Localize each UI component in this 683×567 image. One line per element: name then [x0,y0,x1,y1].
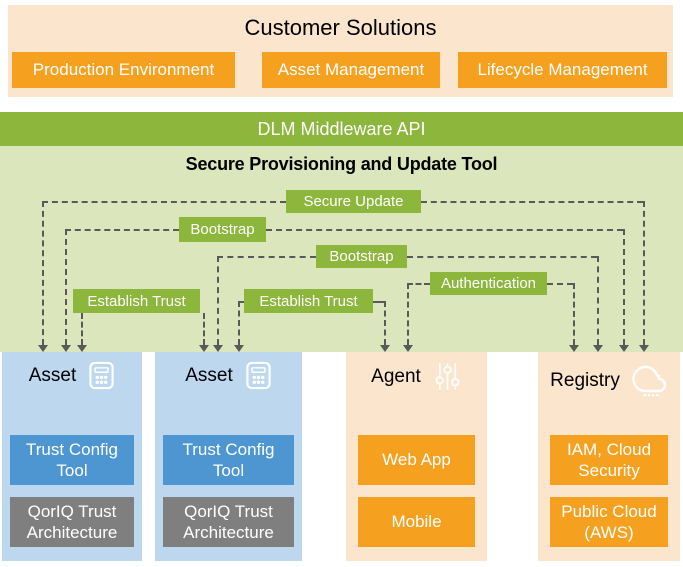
column-header: Registry [538,352,680,400]
dashed-line-vertical [65,229,67,345]
dashed-line-vertical [597,256,599,345]
dashed-line-vertical [238,301,240,345]
dashed-line-horizontal [217,256,316,258]
column-header: Asset [2,352,142,390]
flow-label-establish-trust-2: Establish Trust [244,289,373,313]
arrow-down-icon [38,345,48,352]
dashed-line-vertical [81,313,83,345]
dashed-line-vertical [42,201,44,345]
dashed-line-horizontal [373,301,385,303]
column-header: Agent [346,352,487,392]
dashed-line-horizontal [238,301,244,303]
arrow-down-icon [380,345,390,352]
dashed-line-horizontal [407,283,430,285]
iam-cloud-security-box: IAM, Cloud Security [550,435,668,485]
calculator-icon [246,361,271,390]
dashed-line-vertical [623,229,625,345]
lifecycle-management-box: Lifecycle Management [458,52,667,88]
column-header-label: Asset [185,364,233,386]
sliders-icon [435,362,460,391]
arrow-down-icon [639,345,649,352]
dashed-line-vertical [384,301,386,345]
column-header: Asset [155,352,302,390]
arrow-down-icon [569,345,579,352]
arrow-down-icon [593,345,603,352]
production-environment-box: Production Environment [12,52,235,88]
asset-column-2: Asset Trust Config Tool QorIQ Trust Arch… [155,352,302,561]
qoriq-trust-architecture-box: QorIQ Trust Architecture [163,497,294,547]
arrow-down-icon [619,345,629,352]
customer-solutions-title: Customer Solutions [244,15,437,40]
agent-column: Agent Web App Mobile [346,352,487,561]
customer-solutions-panel: Customer Solutions Production Environmen… [8,5,673,97]
public-cloud-aws-box: Public Cloud (AWS) [550,497,668,547]
secure-provisioning-title: Secure Provisioning and Update Tool [185,154,498,174]
flow-label-establish-trust-1: Establish Trust [73,289,200,313]
dashed-line-vertical [643,201,645,345]
qoriq-trust-architecture-box: QorIQ Trust Architecture [10,497,134,547]
arrow-down-icon [234,345,244,352]
flow-label-bootstrap-1: Bootstrap [179,217,266,242]
flow-label-authentication: Authentication [430,272,547,295]
arrow-down-icon [403,345,413,352]
mobile-box: Mobile [358,497,475,547]
dashed-line-horizontal [65,229,179,231]
dashed-line-horizontal [266,229,623,231]
dashed-line-horizontal [407,256,597,258]
asset-column-1: Asset Trust Config Tool QorIQ Trust Arch… [2,352,142,561]
column-header-label: Agent [371,365,421,387]
arrow-down-icon [77,345,87,352]
dashed-line-horizontal [421,201,643,203]
asset-management-box: Asset Management [262,52,440,88]
dashed-line-vertical [573,283,575,345]
arrow-down-icon [213,345,223,352]
dashed-line-horizontal [547,283,573,285]
column-header-label: Asset [28,364,77,386]
arrow-down-icon [61,345,71,352]
dashed-line-vertical [407,283,409,345]
registry-column: Registry IAM, Cloud Security Public Clou… [538,352,680,561]
flow-label-secure-update: Secure Update [286,190,421,213]
trust-config-tool-box: Trust Config Tool [10,435,134,485]
trust-config-tool-box: Trust Config Tool [163,435,294,485]
dlm-middleware-api-bar: DLM Middleware API [0,112,683,146]
flow-label-bootstrap-2: Bootstrap [316,245,407,268]
dashed-line-vertical [203,313,205,345]
column-header-label: Registry [550,369,620,391]
calculator-icon [89,361,114,390]
cloud-icon [632,365,667,397]
dashed-line-vertical [217,256,219,345]
web-app-box: Web App [358,435,475,485]
dashed-line-horizontal [42,201,286,203]
arrow-down-icon [199,345,209,352]
